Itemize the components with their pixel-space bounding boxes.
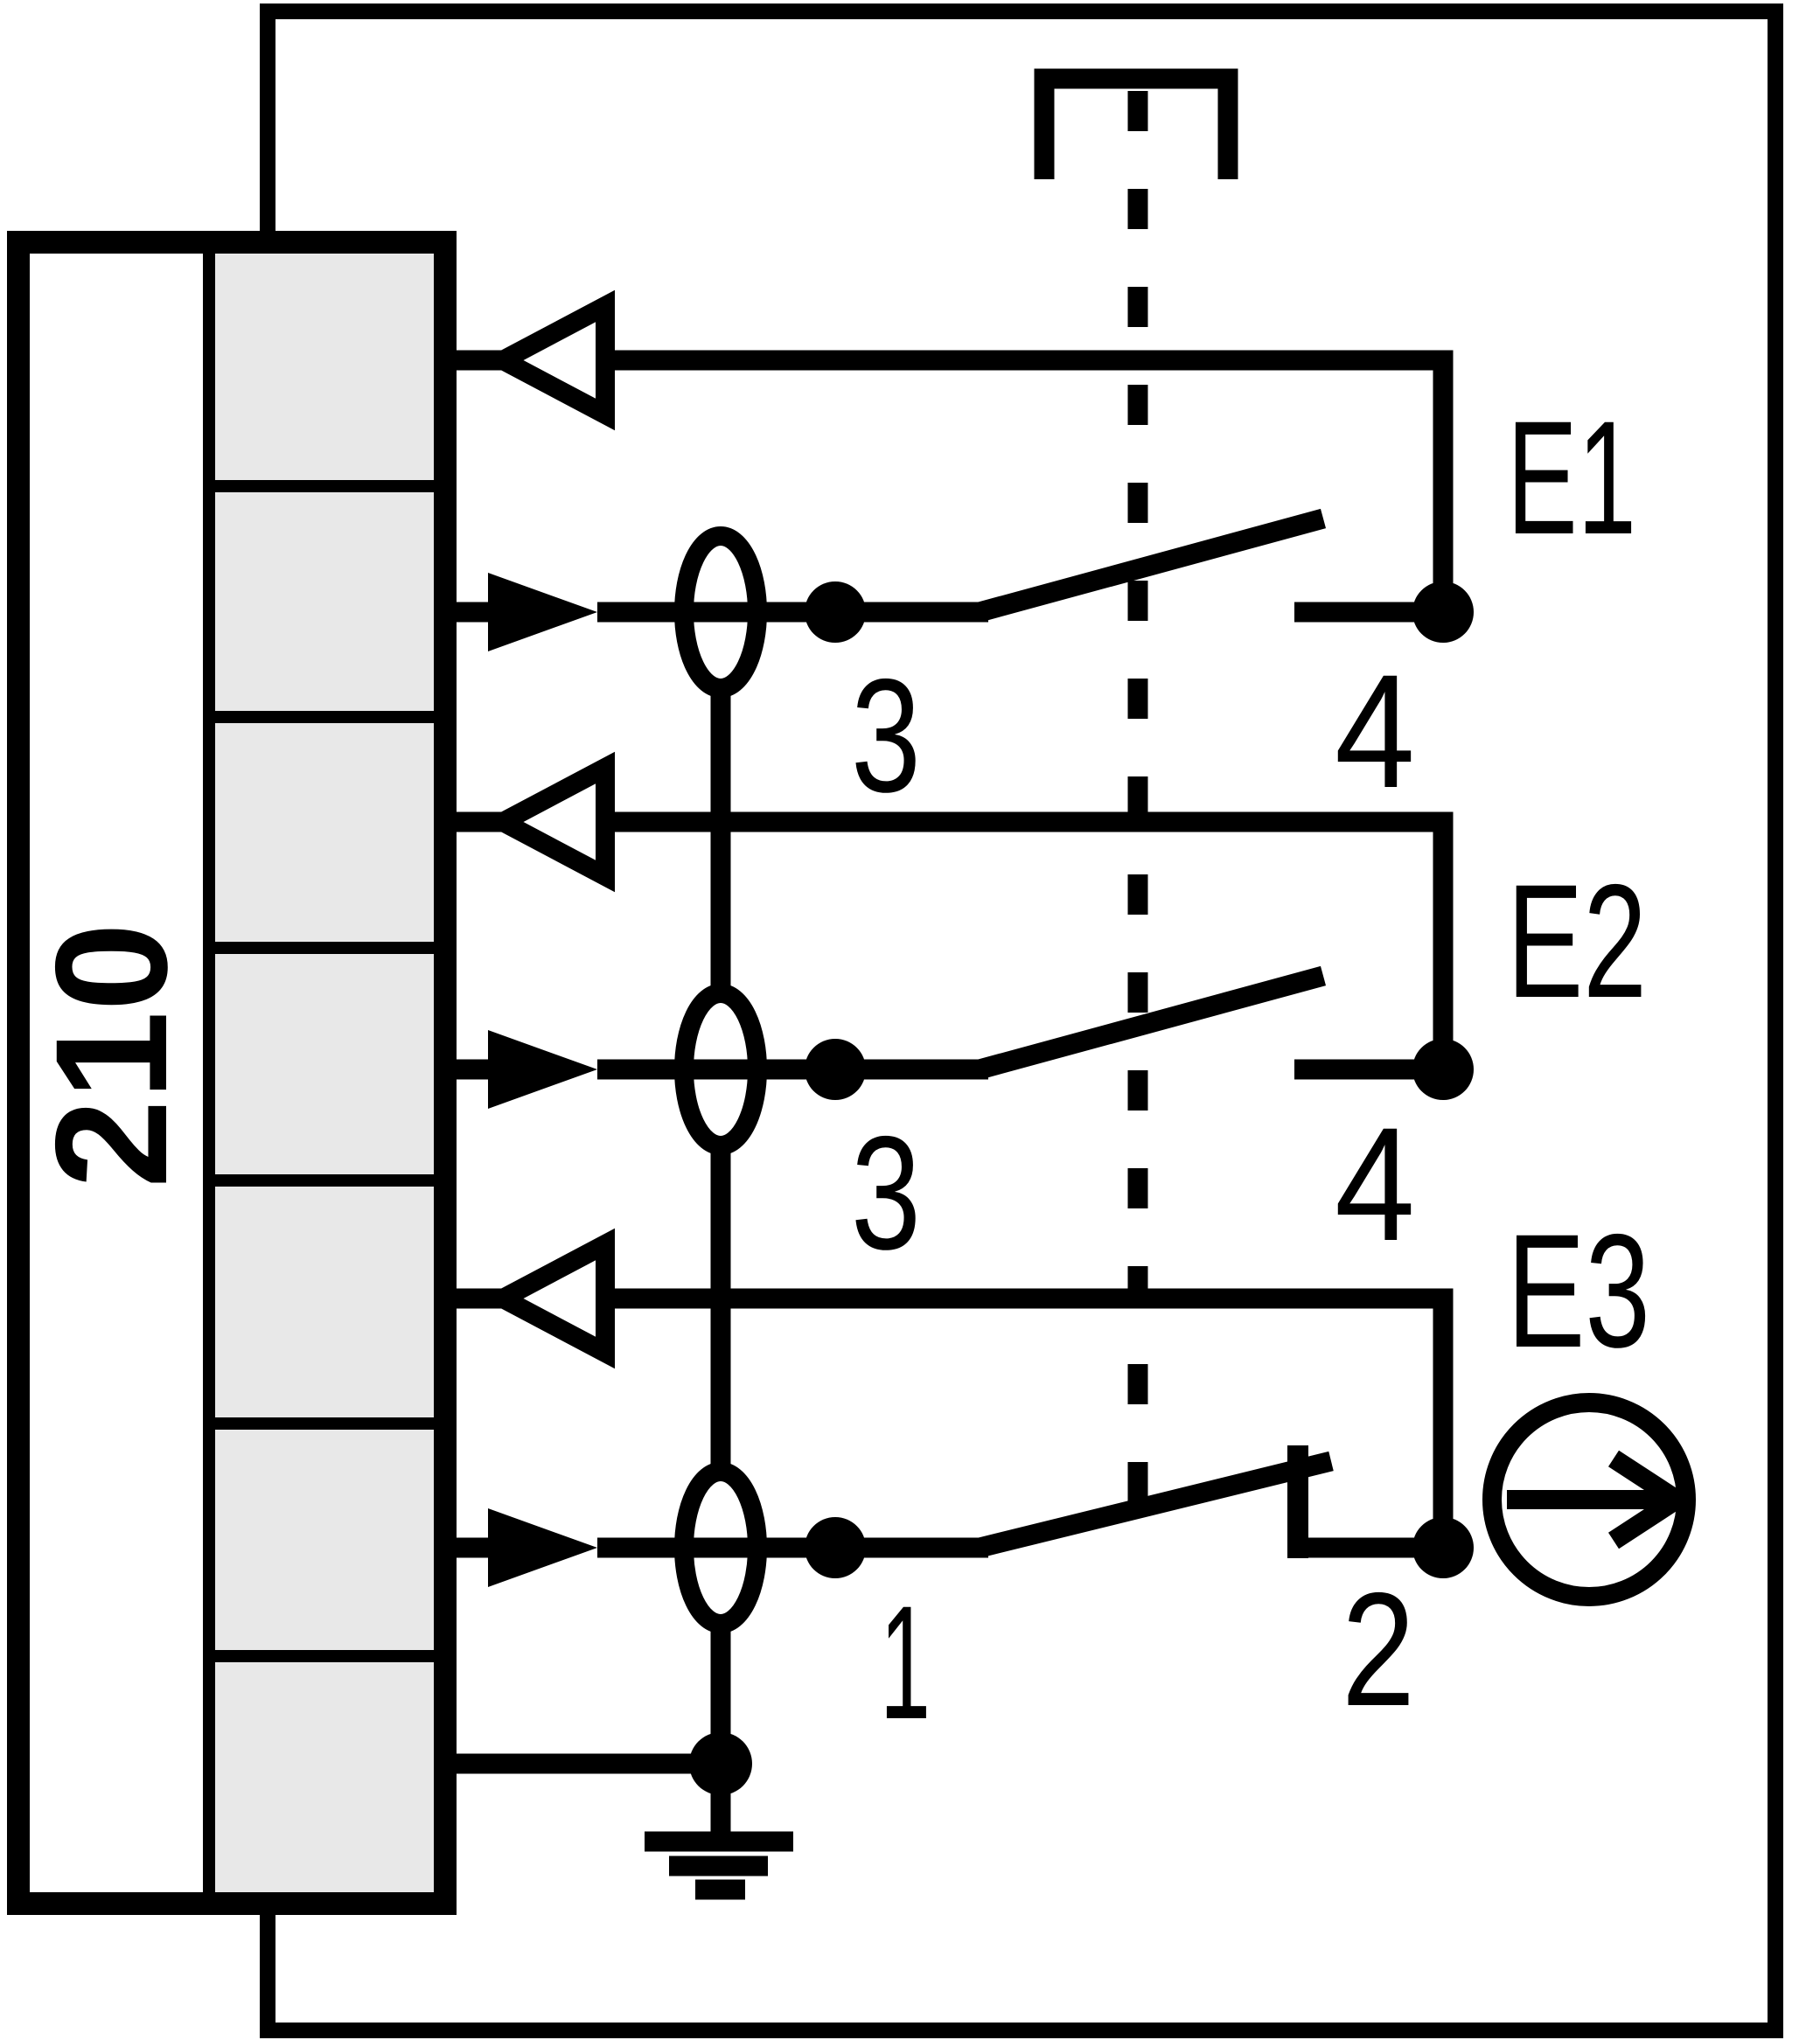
terminal-module: 210 [7,231,457,1915]
channel-e3: E3 1 2 [442,1201,1696,1753]
earth-ground-icon [645,1831,793,1900]
module-label: 210 [22,923,200,1188]
terminal-label-left: 1 [880,1573,931,1753]
terminal-label-right: 4 [1335,642,1415,822]
actuator-arrow-circle-icon [1482,1393,1696,1606]
actuator-arrow-head [1607,1450,1695,1549]
switch-arm [977,1451,1334,1558]
channel-e2: E2 3 4 [442,751,1647,1284]
terminal-label-right: 4 [1335,1095,1415,1275]
contact-dot-left [805,581,866,643]
terminal-label-right: 2 [1342,1560,1415,1740]
return-line [605,1288,1454,1548]
contact-dot-left [805,1517,866,1578]
terminal-strip [215,254,434,1892]
output-arrow-icon [482,289,615,431]
connector-bracket-icon [1034,68,1238,179]
channel-label: E1 [1507,388,1636,568]
return-line [605,350,1454,612]
switch-arm [976,965,1327,1080]
cable-screen-ring-icon [674,984,767,1155]
contact-dot-right [1412,1517,1474,1578]
input-arrow-icon [488,1030,597,1109]
contact-dot-left [805,1039,866,1100]
output-arrow-icon [482,1228,615,1369]
input-arrow-icon [488,1508,597,1587]
cable-screen-ring-icon [674,1462,767,1633]
input-arrow-icon [488,573,597,651]
cable-screen-ring-icon [674,526,767,698]
channel-e1: E1 3 4 [442,289,1636,826]
terminal-separators [215,480,434,1662]
contact-dot-right [1412,1039,1474,1100]
channel-label: E2 [1507,852,1647,1032]
contact-dot-right [1412,581,1474,643]
channel-label: E3 [1507,1201,1650,1382]
return-line [605,811,1454,1069]
terminal-label-left: 3 [851,1104,921,1284]
terminal-label-left: 3 [851,646,921,826]
output-arrow-icon [482,751,615,893]
ground-junction-dot [689,1732,752,1795]
ground-connection [442,1732,793,1900]
switch-arm [976,508,1327,623]
